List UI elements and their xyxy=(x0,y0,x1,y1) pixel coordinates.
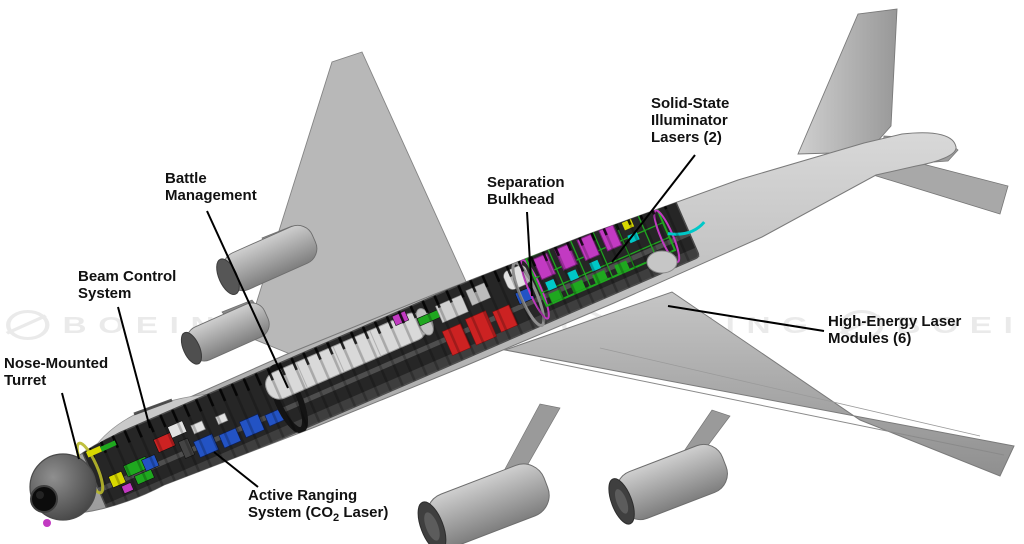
cockpit-windows xyxy=(133,398,173,416)
leader-line-high-energy xyxy=(667,305,825,332)
label-battle-management: Battle Management xyxy=(165,170,257,204)
near-wing xyxy=(503,291,1015,477)
wing-panel-line xyxy=(539,359,1005,456)
leader-lines xyxy=(61,154,825,488)
label-high-energy-laser-modules: High-Energy Laser Modules (6) xyxy=(828,313,962,347)
label-active-ranging-system: Active Ranging System (CO2 Laser) xyxy=(248,487,389,524)
label-separation-bulkhead: Separation Bulkhead xyxy=(487,174,565,208)
label-line: Active Ranging xyxy=(248,487,358,504)
leader-line-beam-control xyxy=(117,306,151,429)
rib-frames-top xyxy=(81,192,677,462)
wing-panel-line xyxy=(599,347,981,437)
label-beam-control-system: Beam Control System xyxy=(78,268,177,302)
far-engine-nacelle xyxy=(180,302,270,365)
leader-line-solid-state xyxy=(611,154,696,263)
turret-sensor xyxy=(43,519,51,527)
dorsal-dome xyxy=(646,250,678,274)
cutaway-interior xyxy=(81,192,706,514)
label-subscript: 2 xyxy=(333,512,340,524)
near-engine-nacelle xyxy=(608,443,728,525)
leader-line-nose-turret xyxy=(61,392,80,460)
label-line: System (CO xyxy=(248,504,334,521)
rib-frames xyxy=(81,192,700,514)
nose-turret xyxy=(29,440,117,527)
leader-line-active-ranging xyxy=(213,451,259,488)
label-line: Laser) xyxy=(339,504,389,521)
label-nose-mounted-turret: Nose-Mounted Turret xyxy=(4,355,109,389)
vertical-stabilizer xyxy=(797,8,898,155)
turret-window xyxy=(30,485,58,513)
near-engine-nacelle xyxy=(417,463,550,544)
leader-line-battle-management xyxy=(206,210,289,389)
far-engine-nacelle xyxy=(216,224,318,295)
leader-line-separation-bulkhead xyxy=(526,211,533,297)
label-solid-state-illuminator-lasers: Solid-State Illuminator Lasers (2) xyxy=(651,95,730,146)
